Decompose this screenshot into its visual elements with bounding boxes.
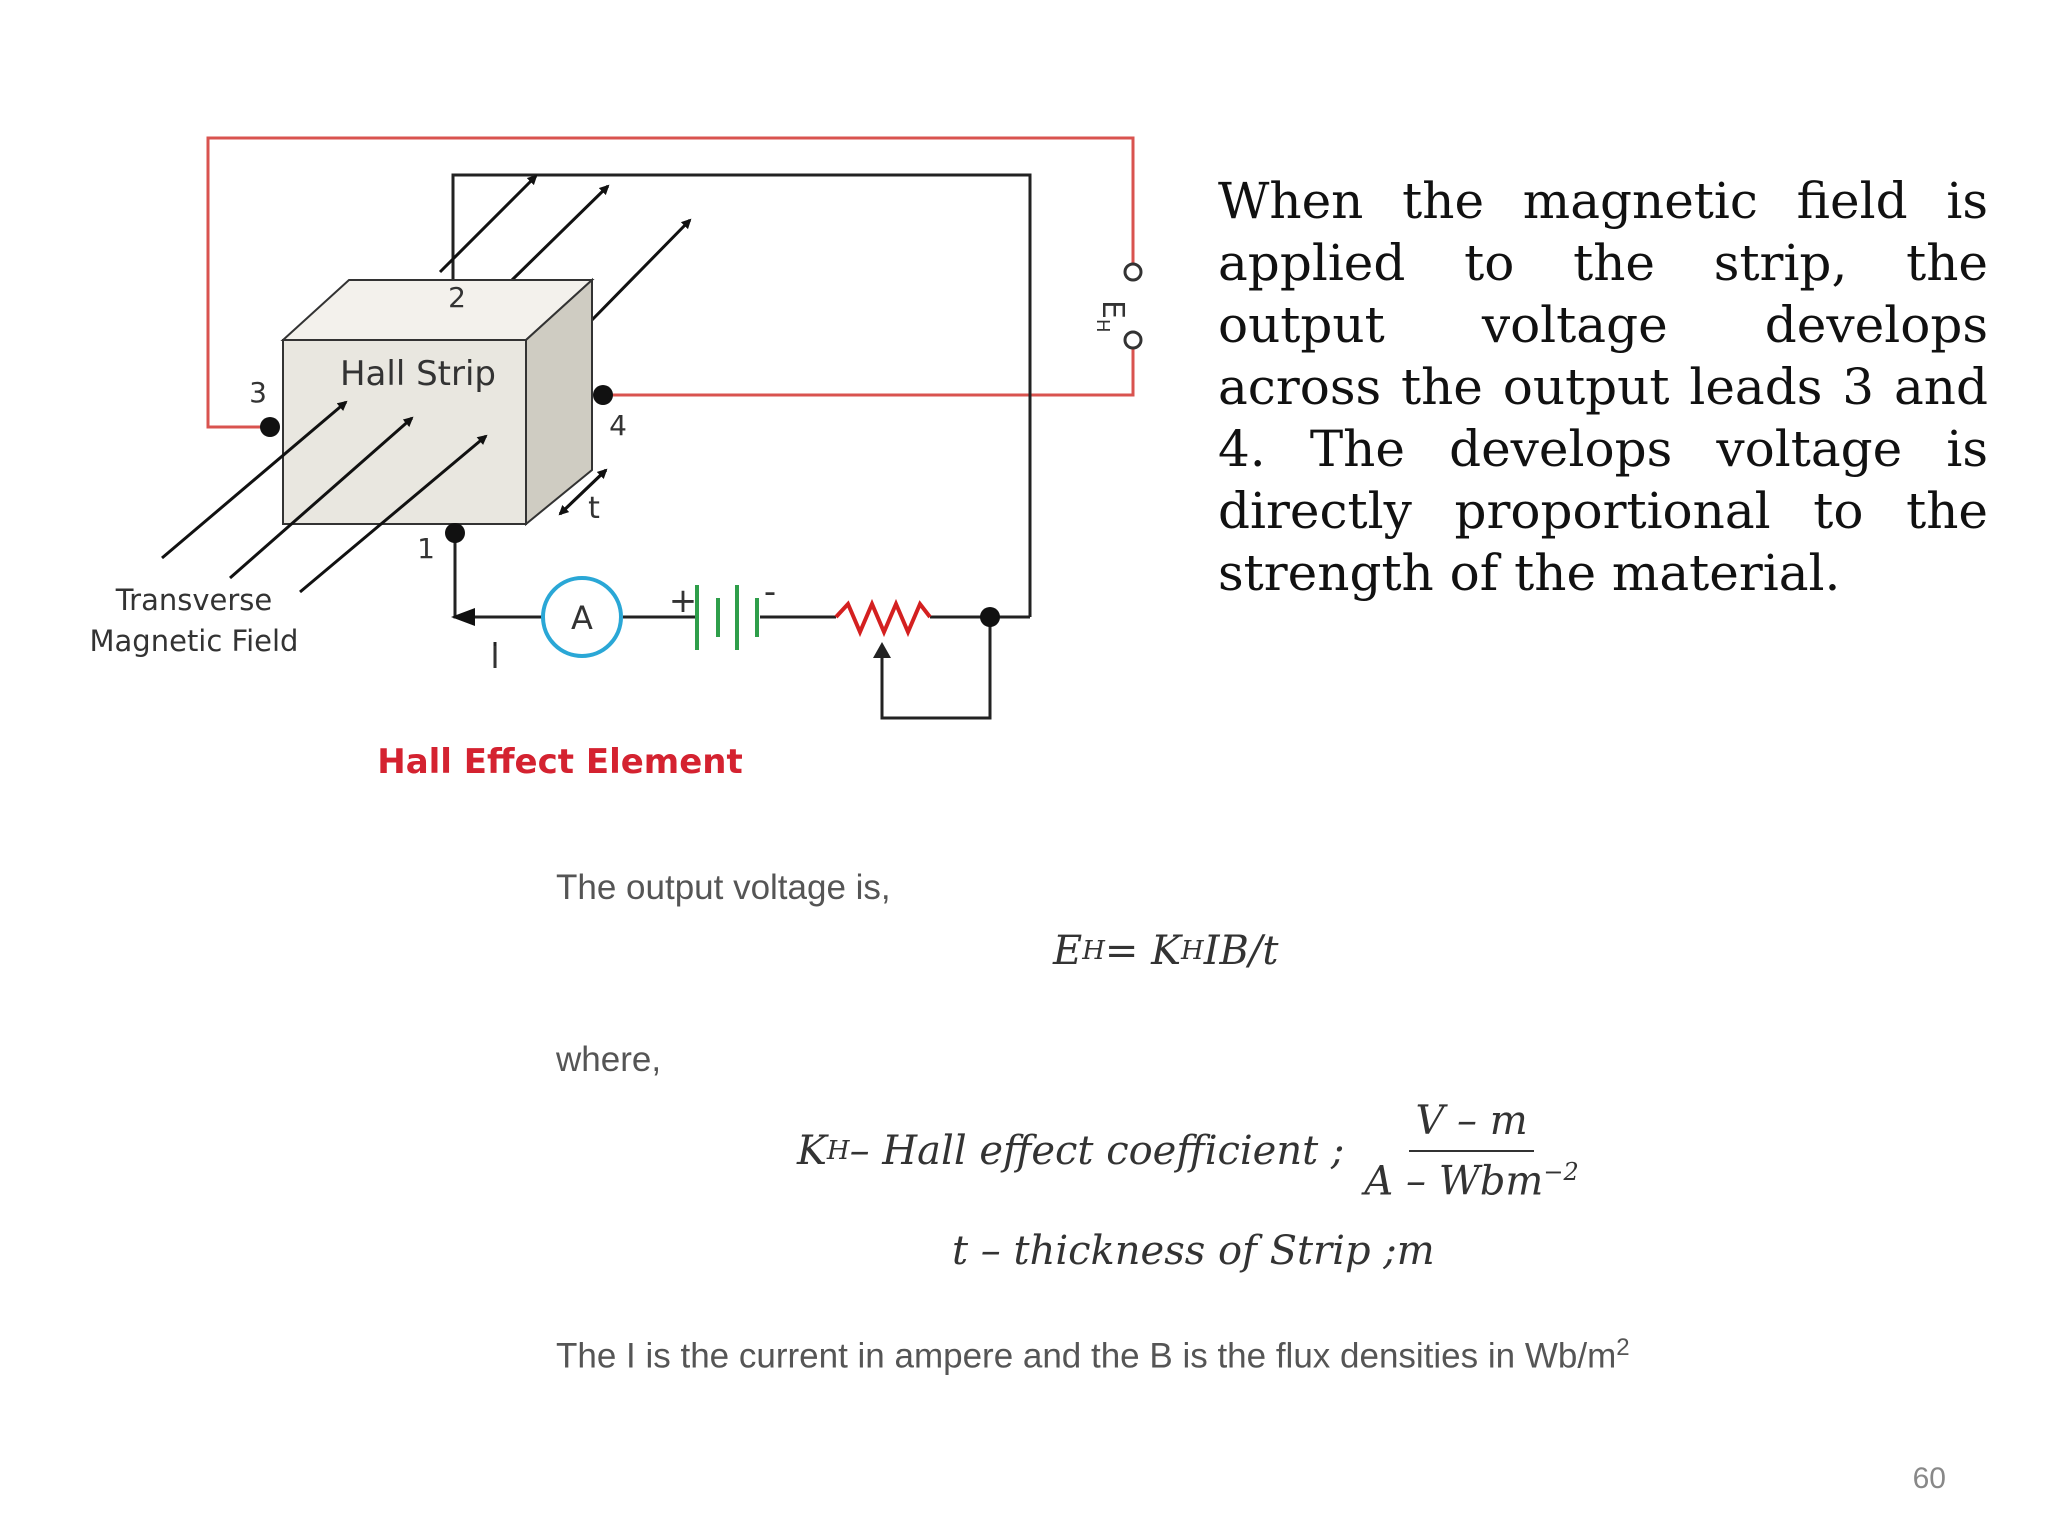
terminal-2-label: 2: [448, 281, 466, 314]
hall-strip: [280, 277, 595, 527]
unit-fraction: V – m A – Wbm−2: [1364, 1098, 1579, 1205]
current-arrow: [451, 608, 475, 626]
output-terminal-top: [1123, 262, 1143, 282]
output-wire: [206, 136, 1135, 429]
rheostat-slider-arrow: [873, 642, 891, 658]
closing-text: The I is the current in ampere and the B…: [556, 1334, 1630, 1376]
ammeter-label: A: [571, 599, 593, 637]
intro-text: The output voltage is,: [556, 868, 891, 907]
field-label-line1: Transverse: [115, 583, 273, 617]
thickness-label: t: [588, 491, 600, 526]
battery: [695, 585, 759, 650]
terminal-1-dot: [445, 523, 465, 543]
field-label-line2: Magnetic Field: [90, 624, 299, 658]
description-paragraph: When the magnetic field is applied to th…: [1218, 172, 1988, 602]
terminal-4-dot: [593, 385, 613, 405]
output-terminals: [1123, 262, 1143, 350]
ammeter: [541, 576, 623, 658]
junction-node: [980, 607, 1000, 627]
magnetic-field-arrows-front: [161, 400, 488, 594]
thickness-formula: t – thickness of Strip ;m: [952, 1228, 1435, 1274]
output-voltage-label: EH: [1092, 300, 1130, 333]
battery-minus-label: -: [764, 572, 776, 612]
magnetic-field-arrows-top: [438, 174, 692, 324]
terminal-4-label: 4: [609, 409, 627, 442]
diagram-caption: Hall Effect Element: [377, 742, 743, 782]
battery-plus-label: +: [669, 581, 698, 621]
where-text: where,: [556, 1040, 662, 1079]
resistor: [834, 598, 932, 638]
terminal-3-label: 3: [249, 376, 267, 409]
hall-effect-diagram: EH A + -: [90, 136, 1143, 782]
terminal-1-label: 1: [417, 532, 435, 565]
page-number: 60: [1912, 1462, 1946, 1495]
thickness-arrow: [558, 468, 608, 516]
output-terminal-bottom: [1123, 330, 1143, 350]
current-label: I: [491, 641, 500, 676]
hall-strip-label: Hall Strip: [340, 354, 496, 394]
terminal-3-dot: [260, 417, 280, 437]
